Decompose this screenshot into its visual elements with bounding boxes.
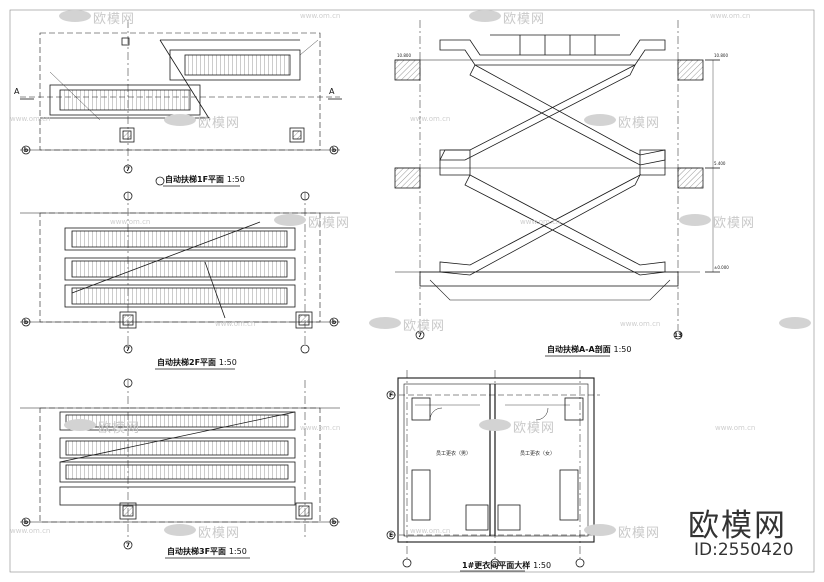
- plan-1f-title-text: 自动扶梯1F平面: [165, 175, 225, 184]
- watermark-url: www.om.cn: [10, 115, 51, 123]
- grid-label-7-2f: 7: [125, 346, 131, 353]
- grid-label-7-section: 7: [417, 332, 423, 339]
- plan-1f-scale: 1:50: [226, 175, 245, 184]
- grid-label-e-locker: E: [388, 532, 394, 539]
- watermark-url: www.om.cn: [300, 424, 341, 432]
- locker-plan-title-text: 1#更衣间平面大样: [462, 561, 531, 570]
- plan-2f-title-text: 自动扶梯2F平面: [157, 358, 217, 367]
- title-underlines: [155, 185, 610, 572]
- brand-logo-text: 欧模网: [688, 508, 787, 544]
- watermark-text: 欧模网: [713, 216, 756, 231]
- locker-plan-drawing: [386, 370, 600, 568]
- grid-label-b-1f-left: b: [23, 147, 29, 154]
- watermark-text: 欧模网: [98, 421, 141, 436]
- watermark-text: 欧模网: [308, 216, 351, 231]
- watermark-text: 欧模网: [618, 116, 661, 131]
- watermark-url: www.om.cn: [215, 320, 256, 328]
- watermark-url: www.om.cn: [110, 218, 151, 226]
- elevation-bottom-right: ±0.000: [714, 265, 729, 270]
- watermark-url: www.om.cn: [710, 12, 751, 20]
- section-aa-drawing: [394, 20, 720, 340]
- plan-1f-title: 自动扶梯1F平面 1:50: [165, 176, 245, 184]
- grid-label-7-1f: 7: [125, 166, 131, 173]
- elevation-mid-right: 5.400: [714, 161, 726, 166]
- grid-label-13-section: 13: [673, 332, 683, 339]
- watermark-url: www.om.cn: [520, 218, 561, 226]
- grid-label-b-3f-left: b: [23, 519, 29, 526]
- plan-3f-title-text: 自动扶梯3F平面: [167, 547, 227, 556]
- plan-3f-title: 自动扶梯3F平面 1:50: [167, 548, 247, 556]
- section-mark-a-left: A: [14, 87, 20, 96]
- watermark-text: 欧模网: [403, 319, 446, 334]
- plan-2f-title: 自动扶梯2F平面 1:50: [157, 359, 237, 367]
- watermark-text: 欧模网: [513, 421, 556, 436]
- plan-2f-drawing: [20, 191, 340, 354]
- elevation-top-left: 10.800: [397, 53, 411, 58]
- watermark-url: www.om.cn: [715, 424, 756, 432]
- drawing-id-label: ID:2550420: [694, 540, 794, 560]
- locker-plan-scale: 1:50: [533, 561, 552, 570]
- plan-1f-drawing: [20, 20, 342, 186]
- watermark-text: 欧模网: [618, 526, 661, 541]
- locker-plan-title: 1#更衣间平面大样 1:50: [462, 562, 551, 570]
- section-mark-a-right: A: [329, 87, 335, 96]
- watermark-url: www.om.cn: [300, 12, 341, 20]
- plan-3f-drawing: [20, 378, 340, 550]
- grid-label-f-locker: F: [388, 392, 394, 399]
- watermark-text: 欧模网: [198, 526, 241, 541]
- watermark-text: 欧模网: [198, 116, 241, 131]
- watermark-url: www.om.cn: [620, 320, 661, 328]
- grid-label-7-3f: 7: [125, 542, 131, 549]
- grid-label-b-2f-right: b: [331, 319, 337, 326]
- watermark-text: 欧模网: [503, 12, 546, 27]
- elevation-top-right: 10.800: [714, 53, 728, 58]
- watermark-url: www.om.cn: [410, 527, 451, 535]
- locker-room-right-label: 员工更衣（女）: [520, 451, 556, 457]
- section-aa-title: 自动扶梯A-A剖面 1:50: [547, 346, 631, 354]
- watermark-url: www.om.cn: [410, 115, 451, 123]
- plan-2f-scale: 1:50: [218, 358, 237, 367]
- plan-3f-scale: 1:50: [228, 547, 247, 556]
- watermark-text: 欧模网: [93, 12, 136, 27]
- section-aa-scale: 1:50: [613, 345, 632, 354]
- watermark-url: www.om.cn: [10, 527, 51, 535]
- sheet-frame: [9, 9, 815, 573]
- grid-label-b-2f-left: b: [23, 319, 29, 326]
- locker-room-left-label: 员工更衣（男）: [436, 451, 472, 457]
- section-aa-title-text: 自动扶梯A-A剖面: [547, 345, 611, 354]
- grid-label-b-3f-right: b: [331, 519, 337, 526]
- grid-label-b-1f-right: b: [331, 147, 337, 154]
- watermark-logo-marks: [59, 10, 811, 536]
